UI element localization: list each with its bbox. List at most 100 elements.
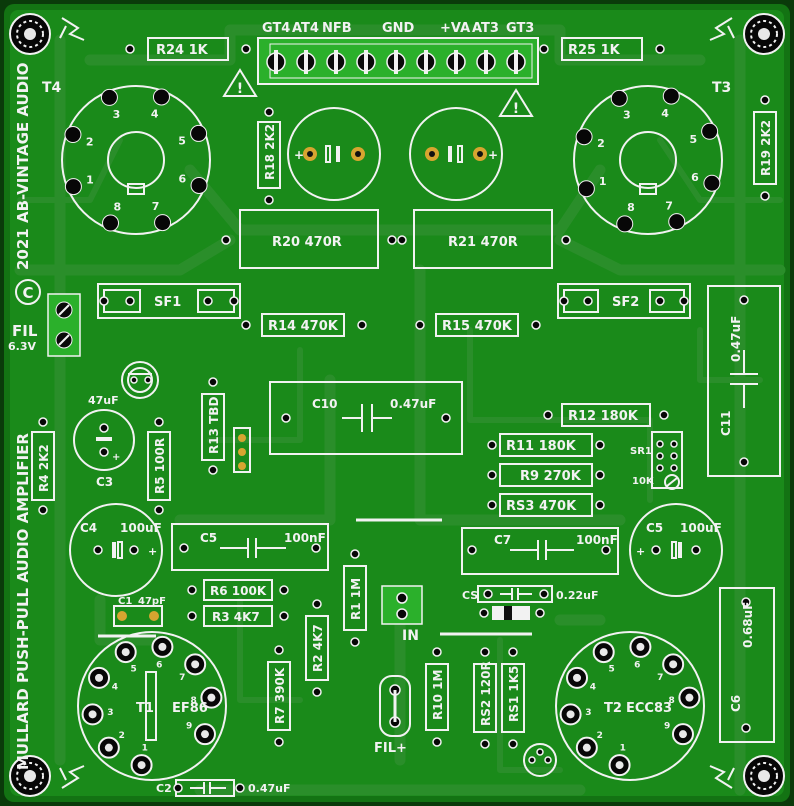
cap-c7 (461, 527, 619, 575)
tube-t2-part: ECC83 (626, 701, 672, 716)
svg-text:+: + (112, 452, 120, 463)
cap-c5-film-ref: C5 (200, 531, 217, 545)
resistor-r10 (425, 647, 449, 747)
tube-pin (701, 122, 719, 140)
tube-pin-hole (95, 673, 104, 682)
conn-terminal-slot (304, 50, 308, 74)
tube-pin-label: 4 (661, 107, 669, 120)
tube-t4-ref: T4 (42, 80, 62, 96)
tube-t3-socket (573, 85, 723, 235)
resistor-rs1 (501, 647, 525, 749)
tube-t3-ref: T3 (712, 80, 731, 96)
cap-c1-ref: C1 (118, 596, 132, 607)
tube-pin (662, 87, 680, 105)
tube-pin (610, 89, 628, 107)
tube-pin-label: 3 (107, 708, 113, 718)
conn-terminal-slot (334, 50, 338, 74)
tube-pin (575, 128, 593, 146)
tube-pin-label: 6 (179, 173, 187, 186)
svg-text:+: + (294, 148, 304, 162)
cap-c4-ref: C4 (80, 521, 97, 535)
conn-label-gt4: GT4 (262, 21, 290, 36)
tube-pin-hole (207, 693, 216, 702)
cap-c7-ref: C7 (494, 533, 511, 547)
tube-pin-label: 6 (634, 661, 640, 671)
conn-terminal-slot (454, 50, 458, 74)
cap-c5-electrolytic-value: 100uF (680, 521, 722, 535)
mount-hole-tl-icon (9, 13, 51, 55)
resistor-r3 (187, 605, 289, 627)
cap-cs-ref: CS (462, 589, 478, 602)
tube-pin-label: 9 (186, 722, 192, 732)
resistor-r12-label: R12 180K (568, 409, 639, 424)
tube-pin-label: 3 (623, 109, 631, 122)
svg-text:+: + (636, 545, 645, 558)
svg-text:+: + (148, 545, 157, 558)
copyright-icon: C (15, 279, 41, 305)
warning-right-icon: ! (498, 88, 534, 117)
cap-c6 (719, 587, 775, 743)
tube-pin-hole (121, 648, 130, 657)
tube-pin-label: 5 (178, 134, 186, 147)
cap-c11 (707, 285, 781, 477)
fuse-sf2 (557, 283, 691, 319)
resistor-r7-label: R7 390K (273, 667, 287, 724)
fil-plus-jumper (379, 675, 411, 737)
fuse-sf2-label: SF2 (612, 295, 639, 310)
tube-pin-label: 2 (119, 731, 125, 741)
tube-pin-label: 8 (190, 696, 196, 706)
diode-icon (479, 606, 545, 620)
resistor-r18-label: R18 2K2 (263, 124, 277, 180)
cap-c10-value: 0.47uF (390, 397, 436, 411)
resistor-r5 (147, 417, 171, 515)
tube-pin-hole (615, 761, 624, 770)
tube-pin-hole (582, 743, 591, 752)
resistor-r10-label: R10 1M (431, 670, 445, 720)
tube-pin (102, 214, 120, 232)
cap-c5-film (171, 523, 329, 571)
conn-label-gnd: GND (382, 21, 415, 36)
cap-c4-value: 100uF (120, 521, 162, 535)
tube-pin-hole (158, 642, 167, 651)
fuse-sf1-label: SF1 (154, 295, 181, 310)
bird-logo-bl-icon (59, 765, 85, 789)
resistor-r24-label: R24 1K (156, 43, 209, 58)
conn-label-nfb: NFB (322, 21, 352, 36)
tube-pin-hole (669, 660, 678, 669)
svg-text:C: C (22, 284, 33, 302)
tube-pin-hole (678, 730, 687, 739)
resistor-r1-label: R1 1M (349, 578, 363, 620)
bird-logo-br-icon (709, 765, 735, 789)
resistor-r12 (543, 403, 669, 427)
tube-pin (152, 88, 170, 106)
tube-pin-hole (137, 761, 146, 770)
mount-hole-tr-icon (743, 13, 785, 55)
tube-t2-socket (555, 631, 705, 781)
tube-pin (703, 174, 721, 192)
trimmer-sr1-value: 10K (632, 476, 655, 487)
tube-pin-label: 9 (664, 722, 670, 732)
cap-c2-ref: C2 (156, 782, 172, 795)
resistor-r4 (31, 417, 55, 515)
side-credit: 2021 AB-VINTAGE AUDIO (14, 63, 32, 270)
tube-pin-hole (636, 642, 645, 651)
side-title: MULLARD PUSH-PULL AUDIO AMPLIFIER (14, 433, 32, 770)
cap-c6-value: 0.68uF (741, 602, 755, 648)
resistor-rs1-label: RS1 1K5 (507, 666, 521, 722)
resistor-r25-label: R25 1K (568, 43, 621, 58)
tube-pin-label: 8 (668, 696, 674, 706)
cap-c2-value: 0.47uF (248, 782, 291, 795)
svg-text:!: ! (237, 81, 243, 97)
cap-c3: + (73, 409, 135, 471)
trimmer-sr1-ref: SR1 (630, 446, 652, 457)
tube-t1-ref: T1 (136, 701, 154, 716)
resistor-r14-label: R14 470K (268, 319, 339, 334)
conn-label-va: +VA (440, 21, 470, 36)
fuse-sf1 (97, 283, 241, 319)
tube-pin-hole (200, 730, 209, 739)
tube-t2-ref: T2 (604, 701, 622, 716)
resistor-r25 (539, 37, 665, 61)
conn-terminal-slot (274, 50, 278, 74)
warning-left-icon: ! (222, 68, 258, 97)
cap-c3-value: 47uF (88, 394, 119, 407)
